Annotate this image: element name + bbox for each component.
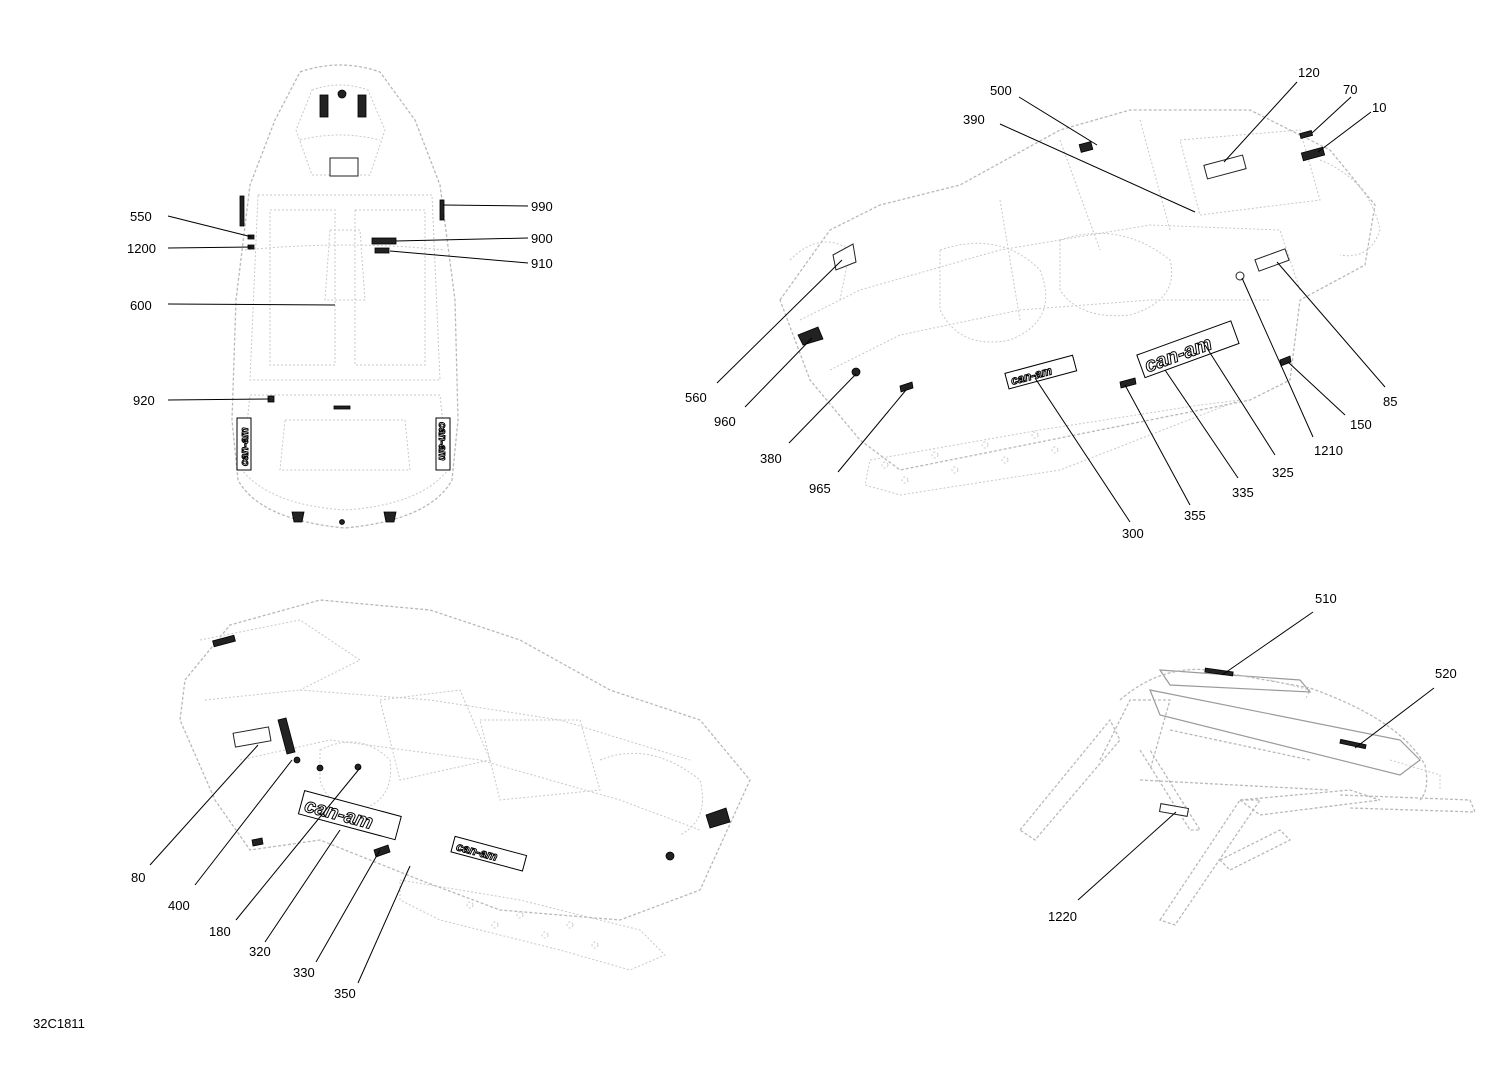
callout-10: 10 — [1372, 100, 1386, 115]
callout-335: 335 — [1232, 485, 1254, 500]
callout-380: 380 — [760, 451, 782, 466]
left-can-am-small-decal: can-am — [450, 835, 528, 872]
callout-1220: 1220 — [1048, 909, 1077, 924]
svg-text:can-am: can-am — [239, 427, 251, 466]
callout-70: 70 — [1343, 82, 1357, 97]
callout-150: 150 — [1350, 417, 1372, 432]
callout-1210: 1210 — [1314, 443, 1343, 458]
callout-920: 920 — [133, 393, 155, 408]
callout-80: 80 — [131, 870, 145, 885]
left-iso-view: can-am can-am — [179, 599, 751, 971]
callout-320: 320 — [249, 944, 271, 959]
callout-labels: 550 1200 600 920 990 900 910 500 390 120… — [33, 65, 1457, 1031]
callout-1200: 1200 — [127, 241, 156, 256]
callout-390: 390 — [963, 112, 985, 127]
top-view-leaders — [167, 204, 529, 401]
right-can-am-small-decal: can-am — [1004, 354, 1078, 390]
callout-510: 510 — [1315, 591, 1337, 606]
callout-965: 965 — [809, 481, 831, 496]
callout-520: 520 — [1435, 666, 1457, 681]
right-iso-view: can-am can-am — [779, 109, 1381, 496]
callout-560: 560 — [685, 390, 707, 405]
callout-500: 500 — [990, 83, 1012, 98]
callout-960: 960 — [714, 414, 736, 429]
right-can-am-large-decal: can-am — [1136, 320, 1240, 379]
callout-600: 600 — [130, 298, 152, 313]
figure-code: 32C1811 — [33, 1016, 85, 1031]
right-side-can-am-decal: can-am — [435, 417, 451, 471]
callout-990: 990 — [531, 199, 553, 214]
callout-400: 400 — [168, 898, 190, 913]
callout-180: 180 — [209, 924, 231, 939]
callout-120: 120 — [1298, 65, 1320, 80]
callout-355: 355 — [1184, 508, 1206, 523]
cage-leaders — [1077, 611, 1435, 901]
top-view: can-am can-am — [231, 64, 459, 529]
callout-330: 330 — [293, 965, 315, 980]
callout-550: 550 — [130, 209, 152, 224]
callout-350: 350 — [334, 986, 356, 1001]
callout-900: 900 — [531, 231, 553, 246]
svg-text:can-am: can-am — [1142, 333, 1215, 378]
left-side-can-am-decal: can-am — [236, 417, 252, 471]
left-iso-leaders — [149, 744, 411, 984]
svg-text:can-am: can-am — [436, 422, 448, 461]
right-iso-leaders — [716, 81, 1386, 523]
left-can-am-large-decal: can-am — [297, 790, 402, 841]
callout-85: 85 — [1383, 394, 1397, 409]
callout-910: 910 — [531, 256, 553, 271]
callout-300: 300 — [1122, 526, 1144, 541]
callout-325: 325 — [1272, 465, 1294, 480]
roll-cage-view — [1019, 667, 1476, 926]
